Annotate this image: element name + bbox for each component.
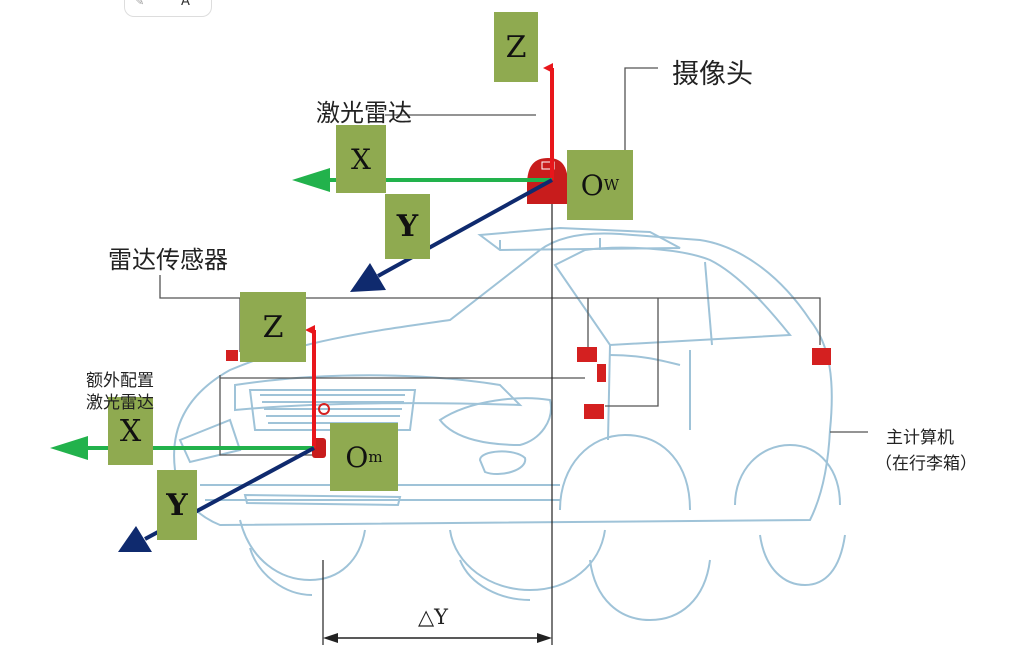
world-origin-label: O — [580, 168, 604, 202]
toolbar-chip[interactable]: ✎ A — [124, 0, 212, 17]
mount-z-label: Z — [262, 309, 284, 345]
world-y-label: Y — [396, 209, 419, 244]
extra-lidar-label-2: 激光雷达 — [86, 393, 154, 413]
mount-y-label: Y — [166, 487, 188, 523]
mount-z-box: Z — [240, 292, 306, 362]
world-z-label: Z — [505, 29, 527, 65]
world-y-box: Y — [385, 194, 430, 259]
extra-lidar-label-1: 额外配置 — [86, 371, 154, 391]
world-origin-sub: W — [603, 176, 620, 194]
leader-lines — [159, 67, 868, 645]
computer-label-1: 主计算机 — [886, 428, 954, 448]
computer-label-2: （在行李箱） — [875, 454, 977, 474]
delta-y-dimension — [323, 633, 552, 643]
mount-x-box: X — [108, 397, 153, 465]
lidar-label: 激光雷达 — [316, 99, 412, 127]
delta-y-label: △Y — [418, 605, 449, 629]
world-x-label: X — [351, 142, 371, 176]
radar-sensor-label: 雷达传感器 — [108, 246, 228, 274]
world-x-box: X — [336, 125, 386, 193]
camera-label: 摄像头 — [672, 59, 753, 90]
world-z-box: Z — [494, 12, 538, 82]
mount-origin-sub: m — [368, 448, 383, 466]
mount-x-label: X — [119, 413, 142, 449]
car-outline — [173, 226, 846, 622]
sensors — [226, 158, 831, 458]
toolbar-letter[interactable]: A — [181, 0, 190, 9]
mount-origin-label: O — [345, 440, 369, 474]
pen-icon[interactable]: ✎ — [135, 0, 145, 8]
mount-y-box: Y — [157, 470, 197, 540]
